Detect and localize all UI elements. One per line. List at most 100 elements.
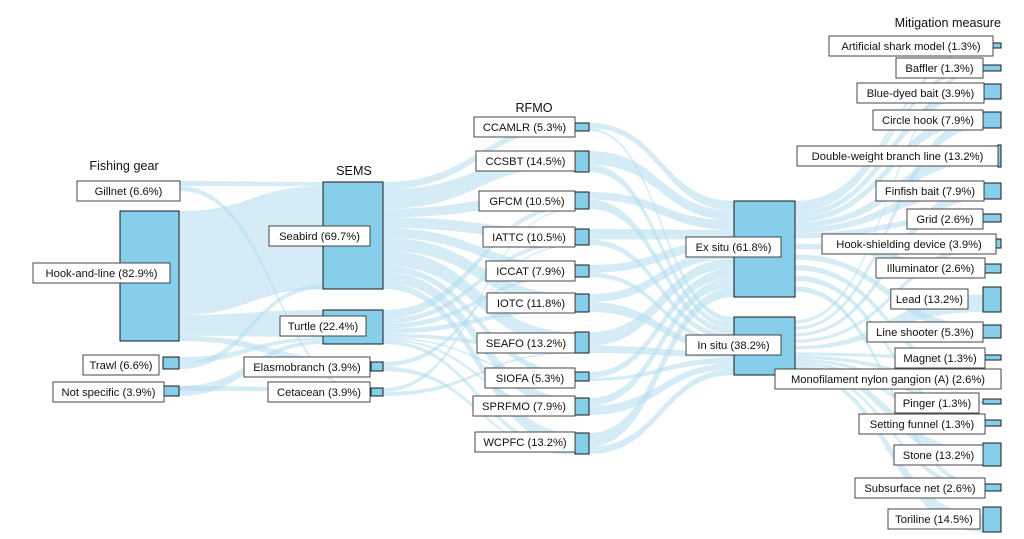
node-label-box [478, 190, 576, 212]
node-label: SIOFA (5.3%) [496, 373, 565, 385]
node-label: Double-weight branch line (13.2%) [812, 151, 984, 163]
node-not-specific: Not specific (3.9%) [52, 381, 180, 403]
node-bar-ccamlr [574, 122, 590, 132]
flow-cetacean-to-gfcm [383, 208, 575, 392]
node-double-weight-branch-line: Double-weight branch line (13.2%) [796, 144, 1002, 168]
flow-wcpfc-to-in-situ [589, 369, 734, 454]
flow-turtle-to-sprfmo [383, 338, 575, 415]
node-label: GFCM (10.5%) [489, 196, 564, 208]
node-label: Circle hook (7.9%) [882, 115, 974, 127]
node-label-box [894, 347, 986, 369]
node-label-box [474, 431, 576, 453]
node-label-box [872, 109, 984, 131]
node-iotc: IOTC (11.8%) [486, 292, 590, 314]
flow-iccat-to-in-situ [589, 272, 734, 346]
node-label-box [875, 257, 986, 279]
flow-ex-situ-to-circle-hook [795, 112, 983, 223]
flow-seabird-to-wcpfc [383, 282, 575, 448]
node-siofa: SIOFA (5.3%) [484, 367, 590, 389]
node-label-box [893, 444, 984, 466]
node-cetacean: Cetacean (3.9%) [267, 381, 384, 403]
node-bar-stone [982, 442, 1002, 467]
node-label-box [685, 236, 782, 258]
node-bar-line-shooter [982, 324, 1002, 339]
node-magnet: Magnet (1.3%) [894, 347, 1002, 369]
node-lead: Lead (13.2%) [890, 286, 1002, 313]
node-iattc: IATTC (10.5%) [482, 226, 590, 248]
node-bar-double-weight-branch-line [997, 144, 1002, 168]
node-bar-hook-shielding-device [995, 238, 1002, 249]
flow-trawl-to-seabird [179, 284, 323, 369]
flow-gfcm-to-in-situ [589, 199, 734, 335]
node-label: WCPFC (13.2%) [483, 437, 567, 449]
node-label: SPRFMO (7.9%) [482, 401, 566, 413]
node-trawl: Trawl (6.6%) [82, 354, 180, 376]
flow-iotc-to-ex-situ [589, 249, 734, 303]
node-gfcm: GFCM (10.5%) [478, 190, 590, 212]
node-label: CCSBT (14.5%) [486, 156, 566, 168]
node-label: Cetacean (3.9%) [277, 387, 361, 399]
node-label-box [267, 381, 371, 403]
node-label-box [52, 381, 165, 403]
node-turtle: Turtle (22.4%) [279, 309, 384, 345]
node-label-box [821, 233, 997, 255]
node-bar-gfcm [574, 191, 590, 210]
node-label-box [482, 226, 576, 248]
node-bar-subsurface-net [984, 483, 1002, 492]
node-label-box [887, 508, 981, 530]
node-baffler: Baffler (1.3%) [895, 57, 1002, 79]
flow-gfcm-to-ex-situ [589, 192, 734, 230]
node-label: SEAFO (13.2%) [486, 338, 566, 350]
flow-ccsbt-to-ex-situ [589, 151, 734, 221]
flow-wcpfc-to-ex-situ [589, 287, 734, 447]
node-hook-shielding-device: Hook-shielding device (3.9%) [821, 233, 1002, 255]
node-bar-iccat [574, 264, 590, 278]
flow-in-situ-to-setting-funnel [795, 362, 985, 426]
flow-ex-situ-to-baffler [795, 65, 983, 212]
node-label: Trawl (6.6%) [90, 360, 153, 372]
node-label-box [473, 116, 576, 138]
node-label: Elasmobranch (3.9%) [253, 362, 361, 374]
node-bar-wcpfc [574, 432, 590, 455]
node-label-box [472, 395, 576, 417]
node-label-box [906, 208, 984, 230]
header-rfmo: RFMO [515, 101, 552, 115]
node-label-box [866, 321, 984, 343]
node-stone: Stone (13.2%) [893, 442, 1002, 467]
node-label-box [82, 354, 160, 376]
flow-ex-situ-to-line-shooter [795, 254, 983, 335]
node-label: Toriline (14.5%) [895, 514, 973, 526]
node-bar-iotc [574, 293, 590, 313]
flow-seafo-to-ex-situ [589, 258, 734, 346]
node-artificial-shark-model: Artificial shark model (1.3%) [828, 35, 1002, 57]
node-label-box [894, 392, 980, 414]
flow-ccsbt-to-in-situ [589, 164, 734, 329]
flow-turtle-to-iccat [383, 273, 575, 329]
node-toriline: Toriline (14.5%) [887, 506, 1002, 533]
node-label-box [796, 145, 999, 167]
node-bar-ccsbt [574, 150, 590, 173]
node-label: Stone (13.2%) [903, 450, 975, 462]
header-fishing-gear: Fishing gear [89, 159, 158, 173]
node-ex-situ: Ex situ (61.8%) [685, 200, 796, 298]
flow-sprfmo-to-ex-situ [589, 277, 734, 406]
node-wcpfc: WCPFC (13.2%) [474, 431, 590, 455]
node-label: Blue-dyed bait (3.9%) [867, 88, 975, 100]
node-label: Monofilament nylon gangion (A) (2.6%) [791, 374, 985, 386]
node-label: Not specific (3.9%) [62, 387, 156, 399]
flow-sprfmo-to-in-situ [589, 363, 734, 415]
node-sprfmo: SPRFMO (7.9%) [472, 395, 590, 417]
node-monofilament-nylon-gangion: Monofilament nylon gangion (A) (2.6%) [774, 368, 1002, 390]
node-bar-cetacean [370, 387, 384, 397]
node-seabird: Seabird (69.7%) [268, 181, 384, 290]
node-setting-funnel: Setting funnel (1.3%) [858, 413, 1002, 435]
flow-turtle-to-iattc [383, 240, 575, 324]
flow-ex-situ-to-setting-funnel [795, 275, 985, 425]
node-bar-circle-hook [982, 111, 1002, 129]
node-hook-and-line: Hook-and-line (82.9%) [32, 210, 180, 342]
node-bar-siofa [574, 371, 590, 382]
node-label-box [476, 332, 576, 354]
node-gillnet: Gillnet (6.6%) [76, 180, 181, 202]
node-bar-blue-dyed-bait [983, 83, 1002, 100]
node-bar-pinger [982, 398, 1002, 405]
